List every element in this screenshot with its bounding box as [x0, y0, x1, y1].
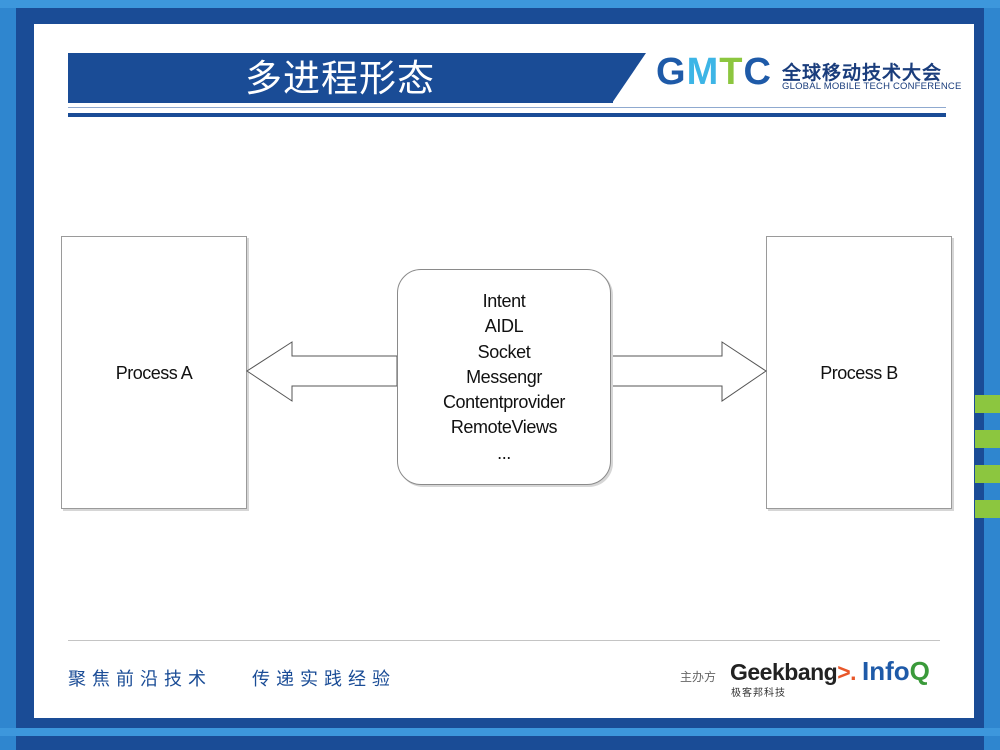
logo-letter-m: M — [686, 51, 720, 93]
title-banner-wedge — [612, 53, 646, 103]
conference-name-cn: 全球移动技术大会 — [782, 62, 943, 84]
footer-slogan-2: 传递实践经验 — [252, 669, 396, 690]
mechanism-contentprovider: Contentprovider — [442, 392, 566, 413]
mechanism-aidl: AIDL — [484, 316, 524, 337]
geekbang-logo: Geekbang>. — [730, 659, 857, 685]
footer-rule — [68, 640, 940, 641]
infoq-wordmark: Info — [862, 656, 910, 686]
ipc-mechanism-list: Intent AIDL Socket Messengr Contentprovi… — [398, 289, 610, 466]
mechanism-intent: Intent — [482, 291, 526, 311]
mechanism-socket: Socket — [477, 341, 531, 362]
process-b-box: Process B — [766, 236, 952, 509]
logo-letter-c: C — [743, 51, 772, 93]
process-b-label: Process B — [820, 363, 898, 383]
arrow-left — [246, 341, 398, 402]
infoq-q-letter: Q — [909, 656, 930, 686]
header-rule — [68, 113, 946, 117]
mechanism-remoteviews: RemoteViews — [450, 417, 558, 438]
infoq-logo: InfoQ — [862, 658, 930, 684]
logo-letter-t: T — [719, 51, 744, 93]
footer-slogan-1: 聚焦前沿技术 — [68, 669, 212, 690]
process-a-box: Process A — [61, 236, 247, 509]
conference-name-en: GLOBAL MOBILE TECH CONFERENCE — [782, 81, 962, 92]
ipc-mechanisms-box: Intent AIDL Socket Messengr Contentprovi… — [397, 269, 611, 485]
geekbang-wordmark: Geekbang — [730, 659, 838, 685]
gmtc-logo: GMTC — [656, 53, 772, 91]
title-banner — [68, 53, 613, 103]
arrow-right — [610, 341, 767, 402]
process-a-label: Process A — [115, 363, 193, 383]
header-rule-thin — [68, 107, 946, 108]
organizer-label: 主办方 — [680, 670, 717, 684]
mechanism-ellipsis: ... — [497, 442, 511, 463]
logo-letter-g: G — [656, 51, 687, 93]
geekbang-name-cn: 极客邦科技 — [731, 688, 786, 699]
slide-title: 多进程形态 — [245, 57, 435, 100]
mechanism-messenger: Messengr — [466, 366, 542, 387]
geekbang-chevron-icon: >. — [837, 659, 857, 685]
